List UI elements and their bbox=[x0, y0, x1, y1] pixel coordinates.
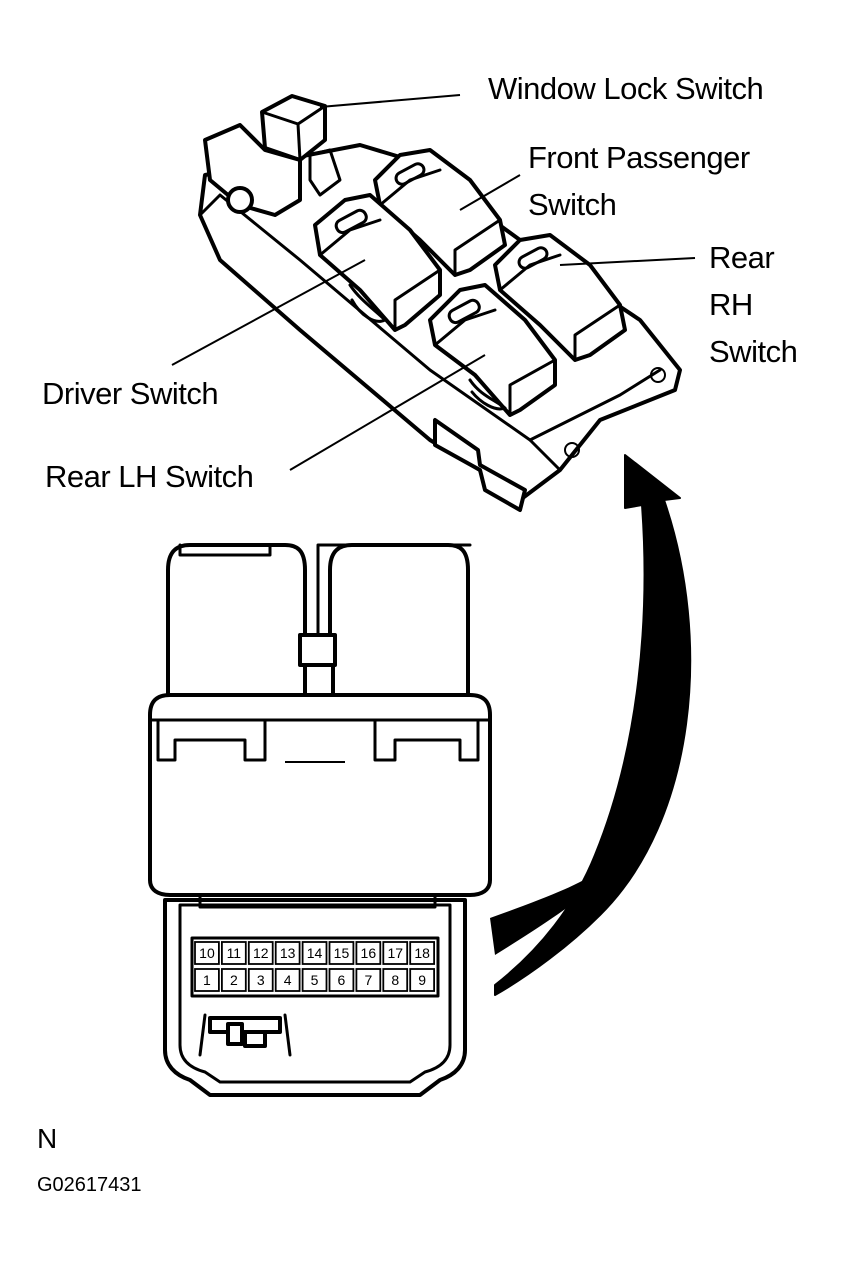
front-passenger-switch-label-line2: Switch bbox=[528, 187, 617, 222]
connector-latch bbox=[198, 1013, 292, 1057]
figure-code: G02617431 bbox=[37, 1174, 142, 1196]
connector-pin-number: 8 bbox=[391, 972, 399, 988]
connector-pin-cell bbox=[355, 941, 382, 965]
rear-lh-switch-label: Rear LH Switch bbox=[45, 459, 254, 494]
right-housing bbox=[328, 543, 470, 702]
leader-rear-lh bbox=[289, 354, 486, 471]
connector-pin-cell bbox=[274, 968, 301, 992]
connector-pin-number: 3 bbox=[257, 972, 265, 988]
connector-pin-number: 16 bbox=[361, 945, 377, 961]
connector-pin-cell bbox=[409, 968, 436, 992]
connector-pin-number: 13 bbox=[280, 945, 296, 961]
connector-pin-cell bbox=[301, 968, 328, 992]
connector-pin-number: 4 bbox=[284, 972, 292, 988]
connector-pin-number: 14 bbox=[307, 945, 323, 961]
connector-pin-cell bbox=[220, 941, 247, 965]
connector-pin-cell bbox=[247, 941, 274, 965]
connector-pin-number: 1 bbox=[203, 972, 211, 988]
connector-pin-cell bbox=[247, 968, 274, 992]
connector-pin-number: 2 bbox=[230, 972, 238, 988]
pin-row-bottom: 1 2 3 4 5 6 7 8 9 bbox=[194, 968, 436, 992]
rear-rh-switch-label-line3: Switch bbox=[709, 334, 798, 369]
front-passenger-switch-label-line1: Front Passenger bbox=[528, 140, 750, 175]
rear-rh-switch-label-line2: RH bbox=[709, 287, 753, 322]
connector-pin-number: 12 bbox=[253, 945, 269, 961]
connector-pin-number: 17 bbox=[387, 945, 403, 961]
leader-lines bbox=[171, 94, 696, 471]
connector-pin-cell bbox=[274, 941, 301, 965]
driver-switch-label: Driver Switch bbox=[42, 376, 219, 411]
driver-switch bbox=[313, 193, 442, 332]
connector-pin-cell bbox=[220, 968, 247, 992]
middle-plate bbox=[148, 693, 492, 897]
connector-pin-number: 11 bbox=[227, 945, 242, 961]
connector-pin-number: 7 bbox=[364, 972, 372, 988]
window-lock-switch-label: Window Lock Switch bbox=[488, 71, 764, 106]
flip-direction-arrow bbox=[494, 454, 692, 996]
master-switch-perspective-view bbox=[198, 94, 682, 512]
switch-base-skirt bbox=[433, 418, 527, 512]
connector-pin-cell bbox=[194, 968, 220, 992]
switch-body-rim-right bbox=[528, 368, 662, 442]
pin-block-frame bbox=[190, 936, 440, 998]
pin-row-top: 10 11 12 13 14 15 16 17 18 bbox=[194, 941, 436, 965]
rocker-pivot bbox=[226, 186, 254, 214]
connector-pin-cell bbox=[328, 941, 355, 965]
connector-pin-cell bbox=[194, 941, 220, 965]
connector-pin-number: 15 bbox=[334, 945, 350, 961]
leader-window-lock bbox=[319, 94, 461, 108]
connector-pin-number: 18 bbox=[414, 945, 430, 961]
rear-rh-switch-label-line1: Rear bbox=[709, 240, 775, 275]
connector-pin-number: 5 bbox=[311, 972, 319, 988]
leader-front-passenger bbox=[459, 174, 521, 211]
connector-pin-cell bbox=[382, 941, 409, 965]
view-letter: N bbox=[37, 1123, 57, 1154]
connector-pin-number: 6 bbox=[338, 972, 346, 988]
rear-lh-switch bbox=[428, 283, 557, 417]
center-key bbox=[298, 633, 337, 667]
connector-pin-cell bbox=[409, 941, 436, 965]
connector-pin-cell bbox=[301, 941, 328, 965]
connector-pin-cell bbox=[382, 968, 409, 992]
connector-pin-number: 10 bbox=[199, 945, 215, 961]
connector-pin-cell bbox=[355, 968, 382, 992]
leader-rear-rh bbox=[559, 257, 696, 266]
left-housing bbox=[166, 543, 307, 702]
connector-pin-number: 9 bbox=[418, 972, 426, 988]
leader-driver bbox=[171, 259, 366, 366]
connector-pin-cell bbox=[328, 968, 355, 992]
